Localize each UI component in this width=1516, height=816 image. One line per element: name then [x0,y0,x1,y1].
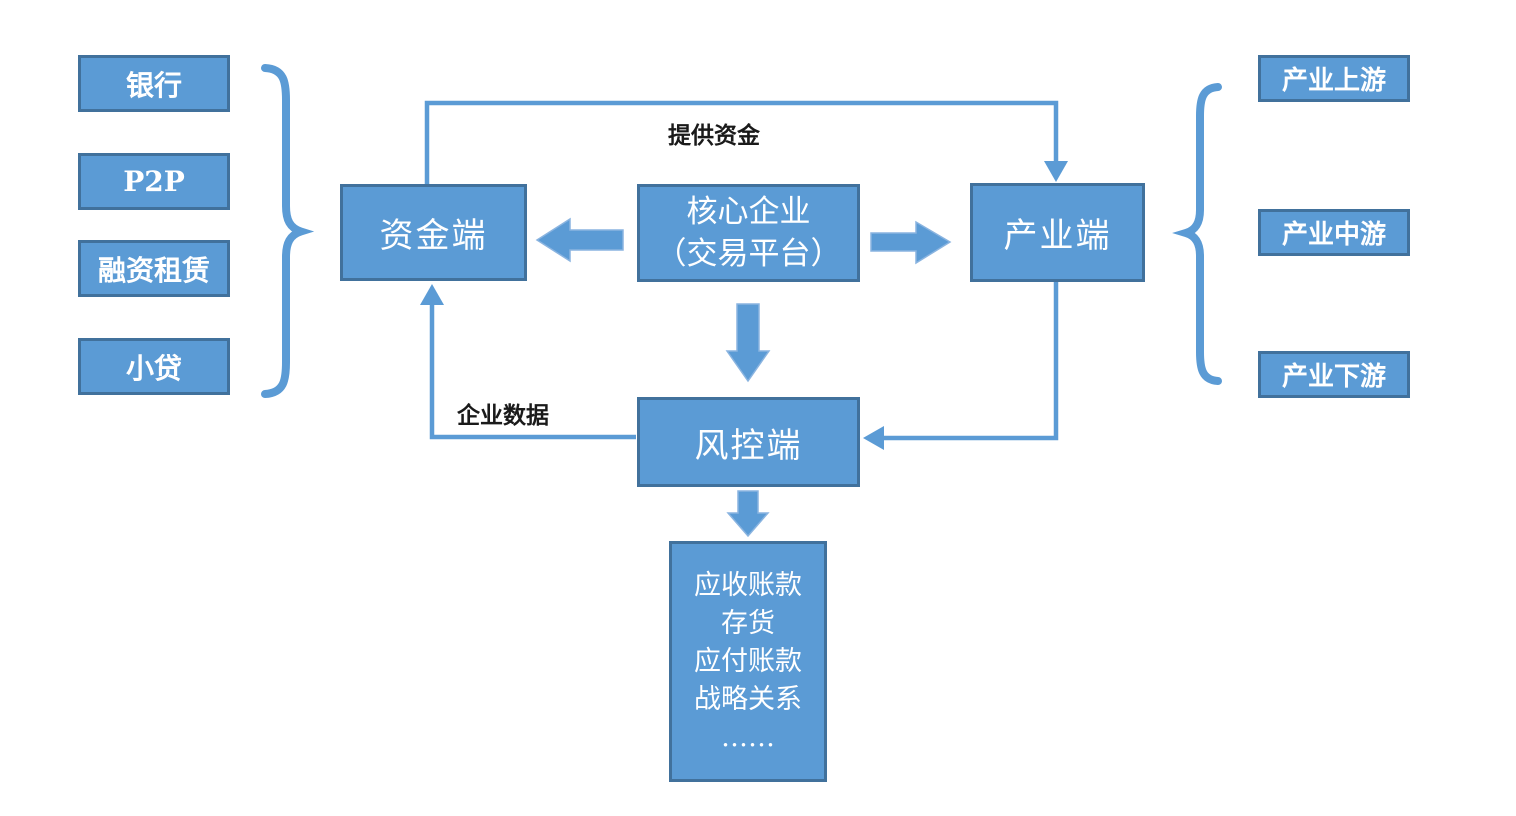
funding-box-p2p: P2P [78,153,230,210]
asset-line-inventory: 存货 [721,607,775,639]
arrowhead-left-icon [863,426,884,450]
asset-line-receivables: 应收账款 [694,569,802,601]
block-arrow-down-risk-icon [726,490,770,538]
asset-line-payables: 应付账款 [694,645,802,677]
funding-box-leasing: 融资租赁 [78,240,230,297]
core-enterprise-line1: 核心企业 [686,194,811,230]
arrowhead-up-icon [420,284,444,305]
capital-side-box: 资金端 [340,184,527,281]
block-arrow-down-core-icon [725,303,771,383]
arrowhead-down-icon [1044,161,1068,182]
funding-box-microloan: 小贷 [78,338,230,395]
asset-line-ellipsis: …… [721,721,775,753]
risk-control-box: 风控端 [637,397,860,487]
left-brace-icon [261,64,315,398]
right-brace-icon [1172,83,1222,385]
edge-label-enterprise-data: 企业数据 [457,402,549,429]
block-arrow-left-icon [535,217,624,263]
assets-list-box: 应收账款 存货 应付账款 战略关系 …… [669,541,827,782]
industry-side-box: 产业端 [970,183,1145,282]
asset-line-strategy: 战略关系 [694,683,802,715]
funding-box-bank: 银行 [78,55,230,112]
core-enterprise-line2: （交易平台） [655,236,842,272]
core-enterprise-box: 核心企业 （交易平台） [637,184,860,282]
elbow-connector-provide-funds [424,100,1059,184]
chain-box-upstream: 产业上游 [1258,55,1410,102]
elbow-connector-enterprise-data [429,303,636,440]
chain-box-midstream: 产业中游 [1258,209,1410,256]
elbow-connector-industry-risk [882,282,1059,441]
block-arrow-right-icon [870,220,952,265]
edge-label-provide-funds: 提供资金 [668,122,760,149]
chain-box-downstream: 产业下游 [1258,351,1410,398]
